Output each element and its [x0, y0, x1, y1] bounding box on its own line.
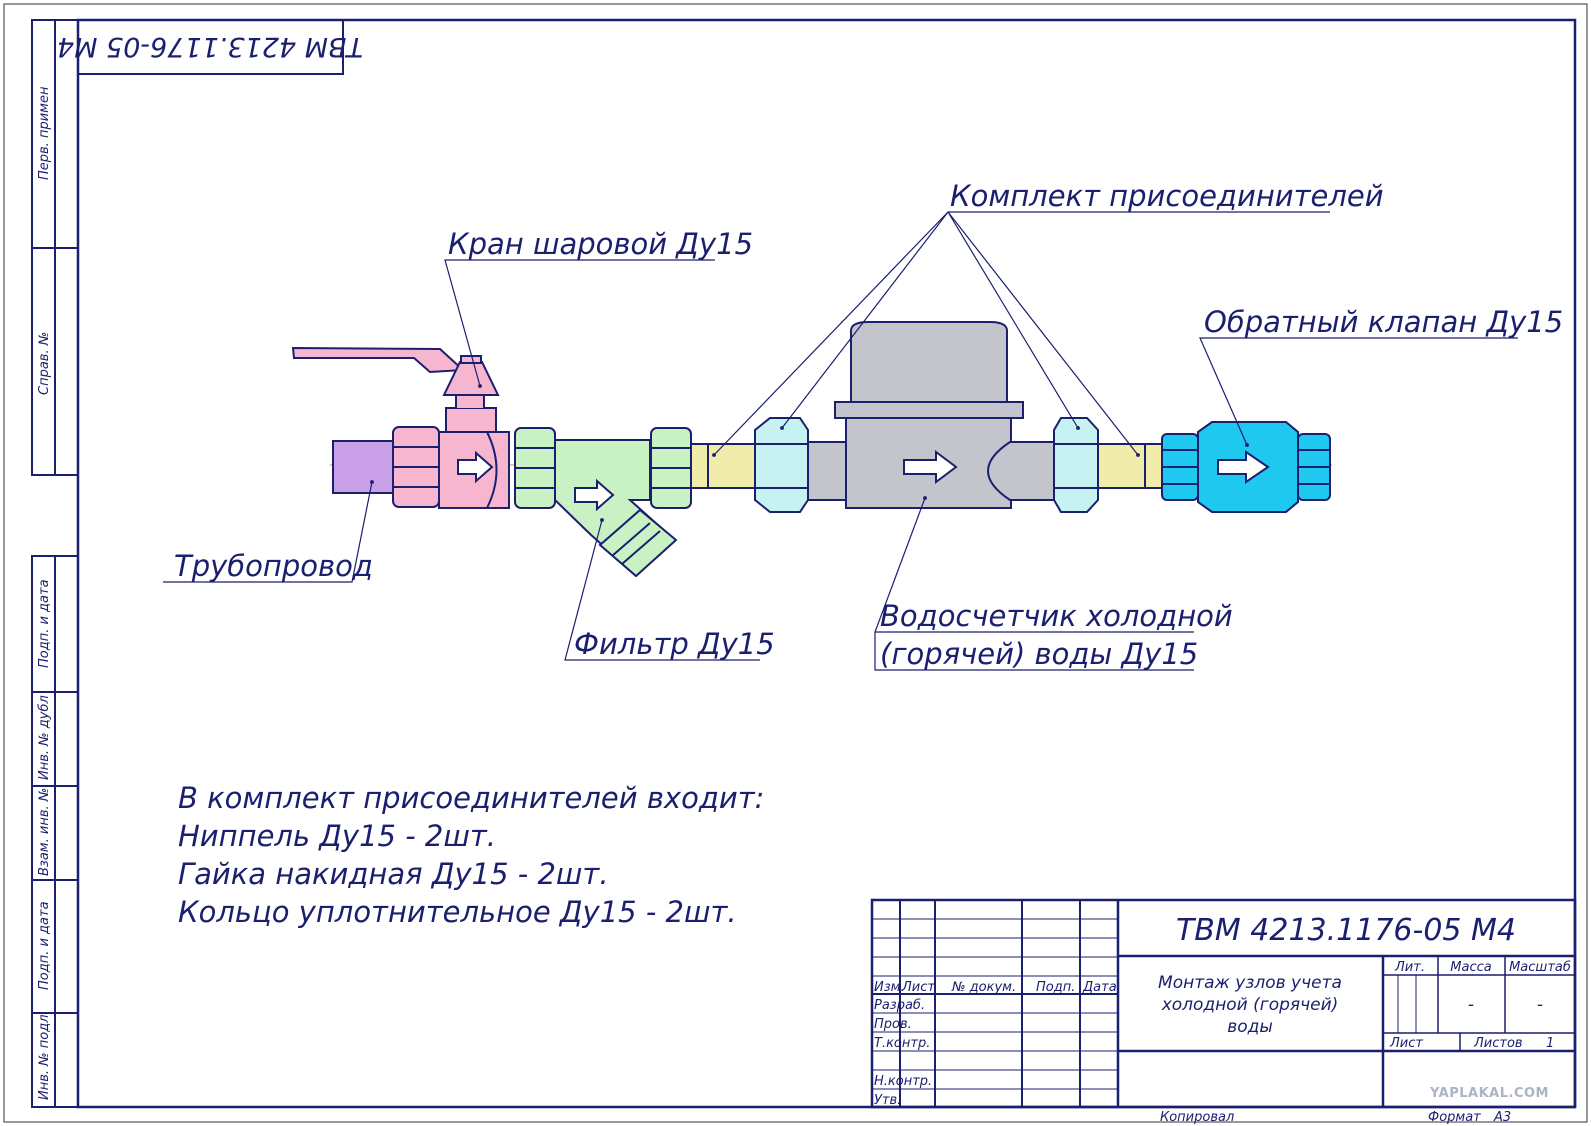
tb-row-tkontr: Т.контр. — [874, 1036, 930, 1051]
right-connector — [1053, 417, 1163, 513]
tb-listov: Листов — [1473, 1036, 1523, 1051]
side-label-podp-data-2: Подп. и дата — [37, 901, 52, 990]
label-connector-kit: Комплект присоединителей — [950, 179, 1384, 213]
title-block-code: ТВМ 4213.1176-05 М4 — [1176, 913, 1516, 948]
title-block-desc: холодной (горячей) — [1161, 995, 1339, 1015]
title-block-desc: Монтаж узлов учета — [1158, 973, 1342, 993]
tb-lit: Лит. — [1394, 960, 1425, 975]
tb-col-list: Лист — [901, 980, 935, 995]
tb-list: Лист — [1389, 1036, 1423, 1051]
label-pipeline: Трубопровод — [174, 549, 373, 583]
meter-flow-arrow-icon — [903, 450, 958, 484]
ball-valve-arrow-icon — [457, 450, 494, 484]
left-connector — [690, 417, 809, 513]
tb-row-prov: Пров. — [874, 1017, 912, 1032]
notes: В комплект присоединителей входит: Ниппе… — [178, 781, 764, 929]
tb-format-value: А3 — [1493, 1110, 1511, 1125]
check-valve-arrow-icon — [1217, 450, 1270, 484]
side-label-inv-podl: Инв. № подл. — [37, 1010, 52, 1100]
ball-valve — [291, 346, 510, 509]
side-label-sprav-no: Справ. № — [37, 332, 52, 395]
water-meter — [807, 321, 1063, 509]
tb-massa: Масса — [1450, 960, 1491, 975]
tb-col-data: Дата — [1082, 980, 1117, 995]
side-label-podp-data-1: Подп. и дата — [37, 579, 52, 668]
tb-row-utv: Утв. — [874, 1093, 901, 1108]
label-ball-valve: Кран шаровой Ду15 — [448, 227, 753, 261]
label-check-valve: Обратный клапан Ду15 — [1204, 305, 1563, 339]
label-meter-line2: (горячей) воды Ду15 — [880, 637, 1198, 671]
filter-arrow-icon — [574, 478, 615, 512]
tb-row-razrab: Разраб. — [874, 998, 925, 1013]
pipeline — [332, 440, 398, 494]
tb-col-dokum: № докум. — [951, 980, 1016, 995]
title-block — [870, 898, 1577, 1109]
side-label-perv-primen: Перв. примен — [37, 86, 52, 180]
side-label-vzam-inv: Взам. инв. № — [37, 788, 52, 876]
title-block-desc: воды — [1227, 1017, 1273, 1037]
label-meter-line1: Водосчетчик холодной — [880, 599, 1233, 633]
watermark: YAPLAKAL.COM — [1430, 1086, 1549, 1101]
label-filter: Фильтр Ду15 — [574, 627, 775, 661]
side-label-inv-dubl: Инв. № дубл — [37, 695, 52, 780]
tb-col-podp: Подп. — [1036, 980, 1075, 995]
leader-lines — [163, 211, 1518, 671]
outer-border — [3, 3, 1588, 1123]
tb-masshtab-value: - — [1537, 995, 1543, 1015]
stamp-code: ТВМ 4213.1176-05 М4 — [57, 31, 363, 62]
tb-kopiroval: Копировал — [1160, 1110, 1234, 1125]
note-line: Ниппель Ду15 - 2шт. — [178, 819, 496, 853]
tb-row-nkontr: Н.контр. — [874, 1074, 932, 1089]
note-line: Кольцо уплотнительное Ду15 - 2шт. — [178, 895, 737, 929]
filter — [514, 427, 692, 578]
tb-masshtab: Масштаб — [1509, 960, 1571, 975]
tb-col-izm: Изм. — [874, 980, 905, 995]
tb-listov-value: 1 — [1546, 1036, 1554, 1051]
check-valve — [1161, 421, 1331, 513]
note-line: В комплект присоединителей входит: — [178, 781, 764, 815]
side-strip — [31, 19, 79, 1108]
tb-massa-value: - — [1468, 995, 1474, 1015]
tb-format: Формат — [1428, 1110, 1481, 1125]
note-line: Гайка накидная Ду15 - 2шт. — [178, 857, 609, 891]
stamp-box — [77, 19, 344, 75]
